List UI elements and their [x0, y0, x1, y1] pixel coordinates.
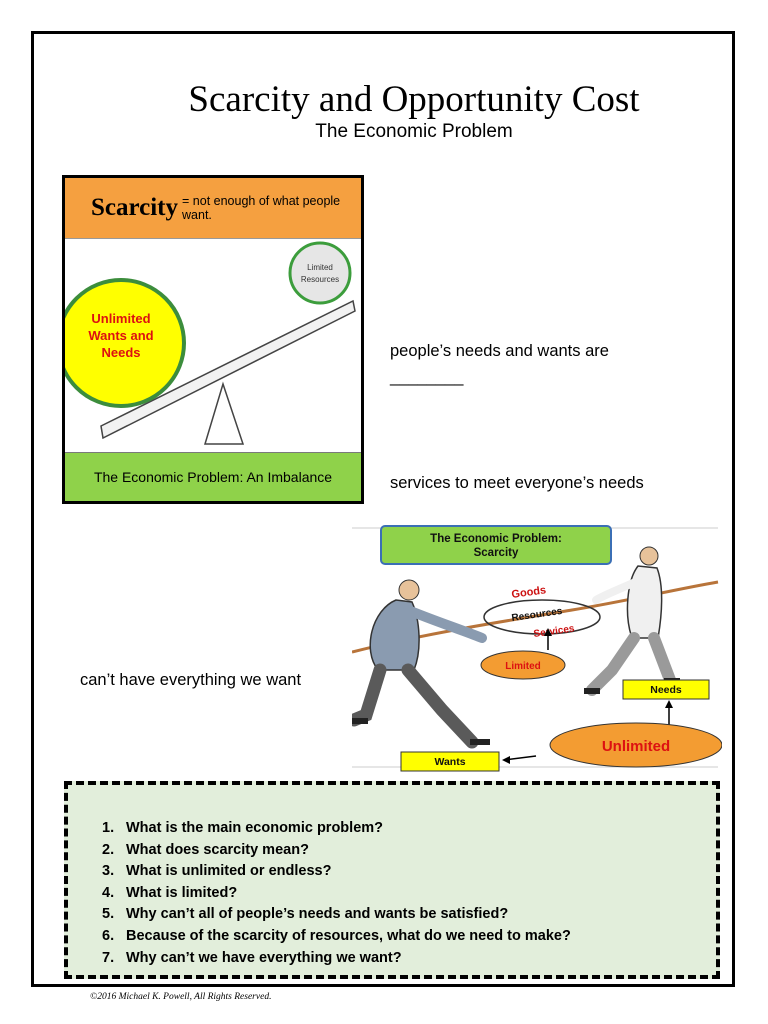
question-number: 4. [102, 884, 115, 901]
fill-in-line-2: services to meet everyone’s needs [390, 474, 644, 492]
seesaw-illustration: Unlimited Wants and Needs Limited Resour… [65, 241, 356, 445]
question-item: 1. What is the main economic problem? [102, 818, 571, 840]
question-item: 7. Why can’t we have everything we want? [102, 948, 571, 970]
wants-label-line2: Wants and [88, 328, 153, 343]
page-border [31, 31, 735, 987]
questions-list: 1. What is the main economic problem? 2. W… [102, 818, 571, 969]
scarcity-figure: Scarcity = not enough of what people wan… [62, 175, 364, 504]
scarcity-definition: = not enough of what people want. [182, 194, 341, 222]
limited-oval [480, 650, 566, 680]
rope [352, 580, 719, 654]
tug-title-box [380, 525, 612, 565]
resources-label-line2: Resources [301, 275, 339, 284]
wants-label-line1: Unlimited [91, 311, 150, 326]
tug-title-line2: Scarcity [474, 547, 519, 559]
question-number: 3. [102, 863, 115, 880]
right-person-figure [584, 546, 680, 696]
question-text: What is the main economic problem? [126, 820, 384, 836]
scarcity-word: Scarcity [91, 194, 179, 221]
question-text: Because of the scarcity of resources, wh… [126, 927, 571, 944]
question-text: What is unlimited or endless? [126, 863, 332, 880]
limited-label: Limited [505, 661, 541, 672]
questions-box: 1. What is the main economic problem? 2. W… [64, 781, 720, 979]
question-number: 7. [102, 949, 115, 966]
copyright-notice: ©2016 Michael K. Powell, All Rights Rese… [90, 992, 272, 1002]
question-number: 1. [102, 820, 115, 836]
tug-of-war-illustration: The Economic Problem: Scarcity Goods Res… [352, 525, 722, 772]
question-item: 2. What does scarcity mean? [102, 840, 571, 862]
question-item: 3. What is unlimited or endless? [102, 861, 571, 883]
resources-circle [288, 241, 352, 305]
resources-label: Resources [511, 606, 564, 624]
resources-label-line1: Limited [307, 263, 333, 272]
question-text: Why can’t we have everything we want? [126, 949, 402, 966]
question-number: 5. [102, 906, 115, 923]
question-number: 2. [102, 841, 115, 858]
unlimited-label: Unlimited [602, 738, 670, 755]
goods-label: Goods [511, 584, 547, 601]
page-title: Scarcity and Opportunity Cost [188, 79, 640, 120]
wants-label: Wants [434, 756, 465, 768]
question-text: Why can’t all of people’s needs and want… [126, 906, 509, 923]
wants-circle [65, 278, 186, 408]
question-text: What is limited? [126, 884, 238, 901]
question-item: 6. Because of the scarcity of resources, … [102, 926, 571, 948]
question-item: 4. What is limited? [102, 883, 571, 905]
seesaw-plank [100, 299, 356, 440]
unlimited-oval [549, 722, 722, 768]
fill-in-blank: ________ [390, 368, 464, 386]
left-person-figure [352, 579, 490, 749]
fulcrum-triangle [203, 381, 245, 445]
wants-label-line3: Needs [101, 345, 140, 360]
question-text: What does scarcity mean? [126, 841, 309, 858]
fill-in-line-1: people’s needs and wants are [390, 342, 609, 360]
tug-title-line1: The Economic Problem: [430, 533, 562, 545]
needs-label: Needs [650, 684, 682, 696]
fill-in-line-3: can’t have everything we want [80, 671, 302, 689]
needs-box [622, 679, 710, 700]
scarcity-footer: The Economic Problem: An Imbalance [65, 452, 361, 501]
question-number: 6. [102, 927, 115, 944]
resources-ring [483, 599, 601, 635]
scarcity-header: Scarcity = not enough of what people wan… [65, 178, 361, 239]
services-label: Services [533, 623, 576, 640]
question-item: 5. Why can’t all of people’s needs and wa… [102, 904, 571, 926]
page-subtitle: The Economic Problem [315, 121, 513, 142]
wants-box [400, 751, 500, 772]
